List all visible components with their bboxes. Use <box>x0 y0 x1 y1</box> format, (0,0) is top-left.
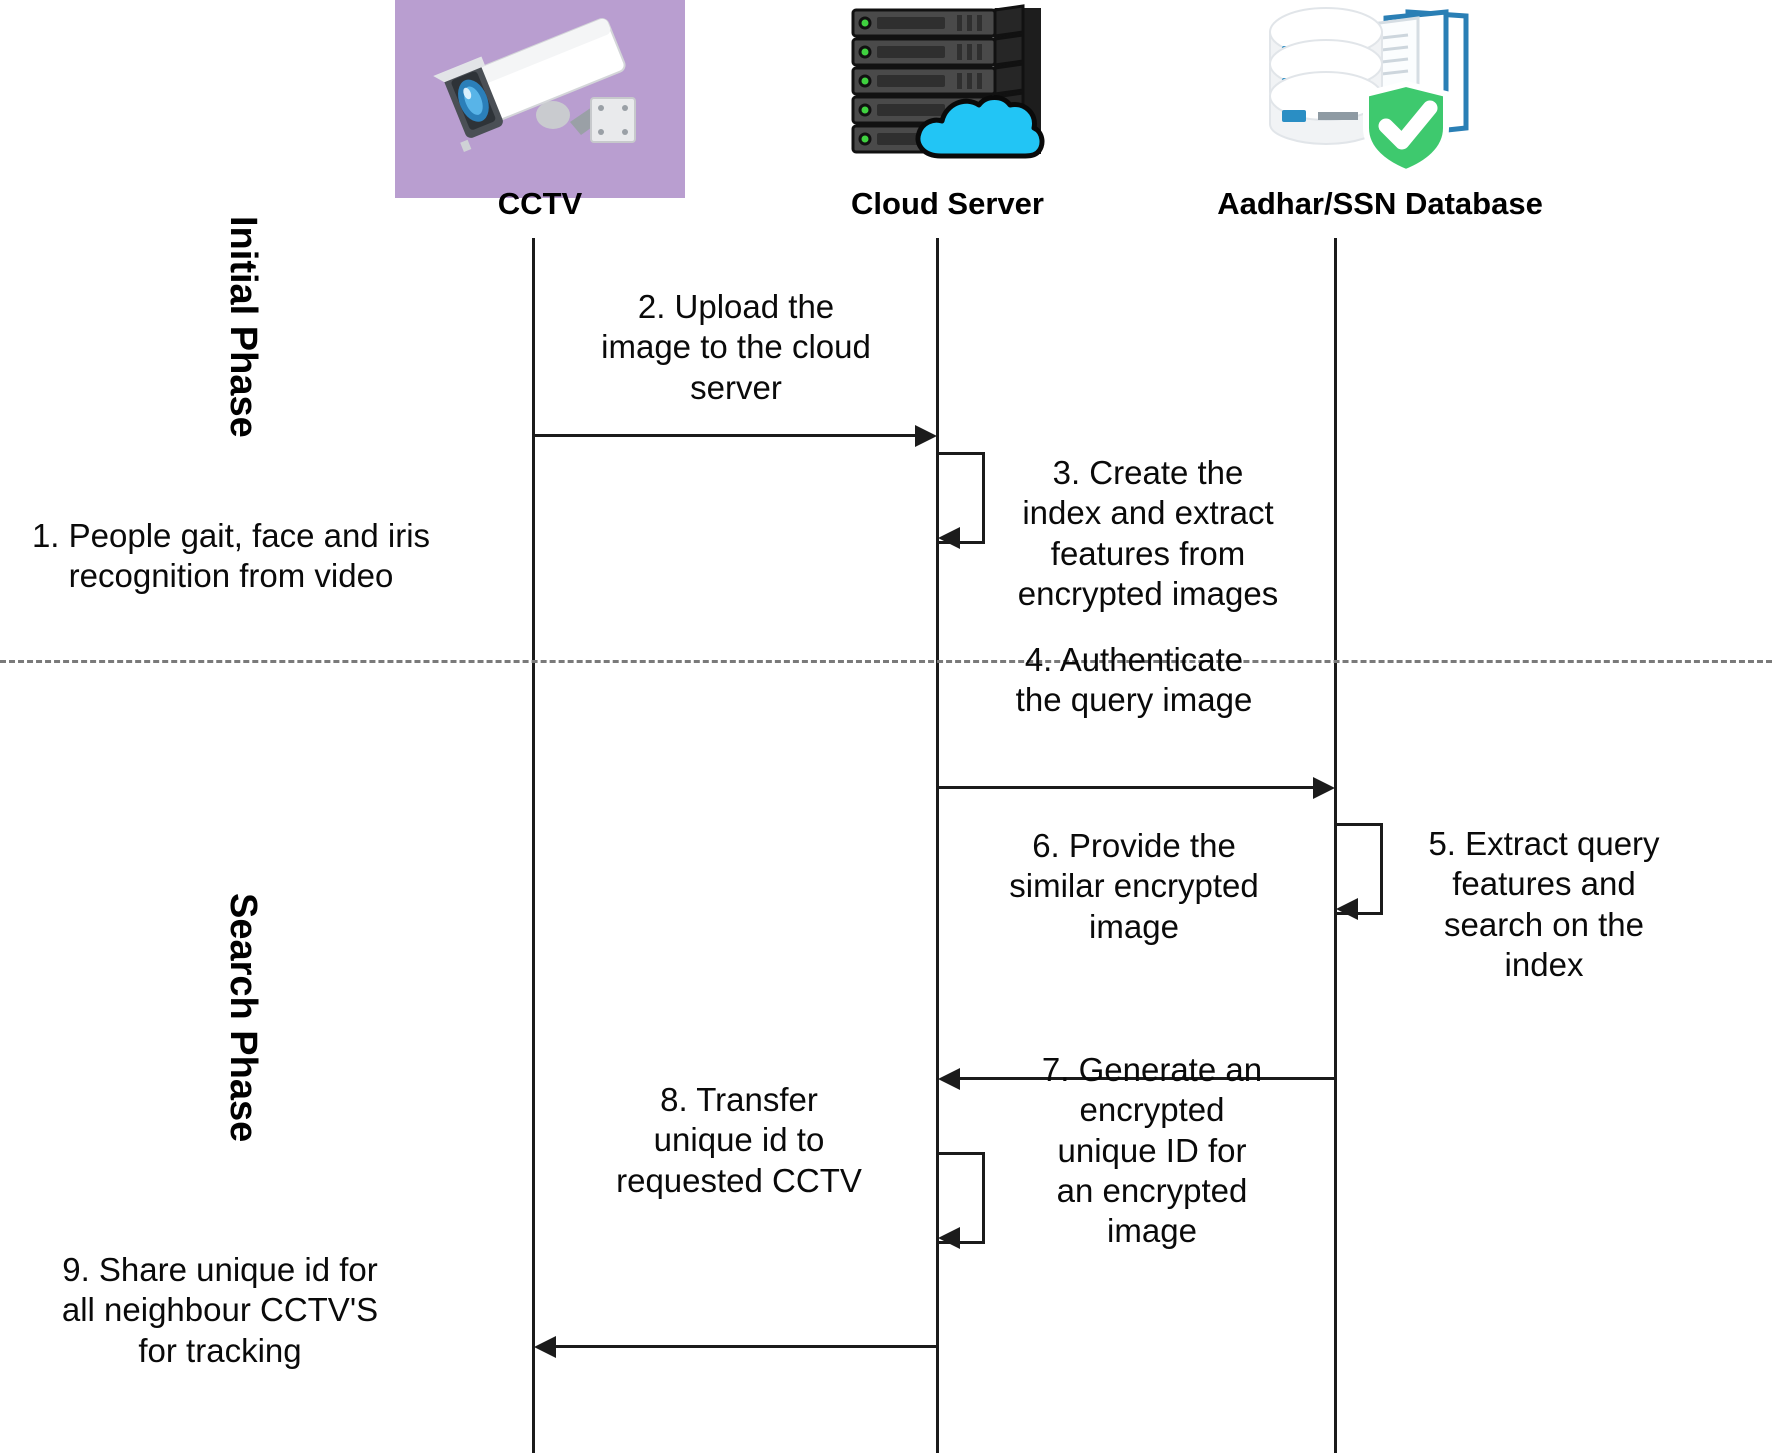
phase-divider <box>0 660 1772 663</box>
message-1-note: 1. People gait, face and iris recognitio… <box>31 517 431 595</box>
message-8-label: 8. Transfer unique id to requested CCTV <box>616 1081 862 1199</box>
message-2-arrowhead <box>915 425 937 447</box>
message-3-label: 3. Create the index and extract features… <box>1017 454 1279 612</box>
message-4-arrow <box>937 786 1317 789</box>
message-8-arrowhead <box>534 1336 556 1358</box>
message-9-note: 9. Share unique id for all neighbour CCT… <box>61 1251 379 1369</box>
message-6-arrowhead <box>938 1068 960 1090</box>
message-8-arrow <box>554 1345 938 1348</box>
message-6-arrow <box>958 1077 1336 1080</box>
message-2-label: 2. Upload the image to the cloud server <box>601 288 871 406</box>
message-3-arrowhead <box>938 527 960 549</box>
cloud-server-icon <box>845 4 1050 169</box>
actor-label-cloud-server: Cloud Server <box>851 186 1044 221</box>
message-4-label: 4. Authenticate the query image <box>1015 641 1253 719</box>
message-3-self-loop <box>938 452 985 544</box>
lifeline-cloud-server <box>936 238 939 1453</box>
actor-label-cctv: CCTV <box>497 186 583 221</box>
message-6-label: 6. Provide the similar encrypted image <box>1009 827 1259 945</box>
message-5-self-loop <box>1336 823 1383 915</box>
lifeline-aadhar-ssn-database <box>1334 238 1337 1453</box>
phase-label-search: Search Phase <box>222 893 264 1143</box>
message-7-self-loop <box>938 1152 985 1244</box>
message-5-arrowhead <box>1336 898 1358 920</box>
message-7-arrowhead <box>938 1227 960 1249</box>
cctv-camera-icon <box>395 0 685 198</box>
phase-label-initial: Initial Phase <box>222 216 264 438</box>
actor-label-aadhar-ssn-database: Aadhar/SSN Database <box>1217 186 1543 221</box>
message-5-label: 5. Extract query features and search on … <box>1428 825 1660 983</box>
message-4-arrowhead <box>1313 777 1335 799</box>
message-7-label: 7. Generate an encrypted unique ID for a… <box>1041 1051 1263 1249</box>
secure-database-icon <box>1260 2 1480 176</box>
message-2-arrow <box>533 434 919 437</box>
lifeline-cctv <box>532 238 535 1453</box>
